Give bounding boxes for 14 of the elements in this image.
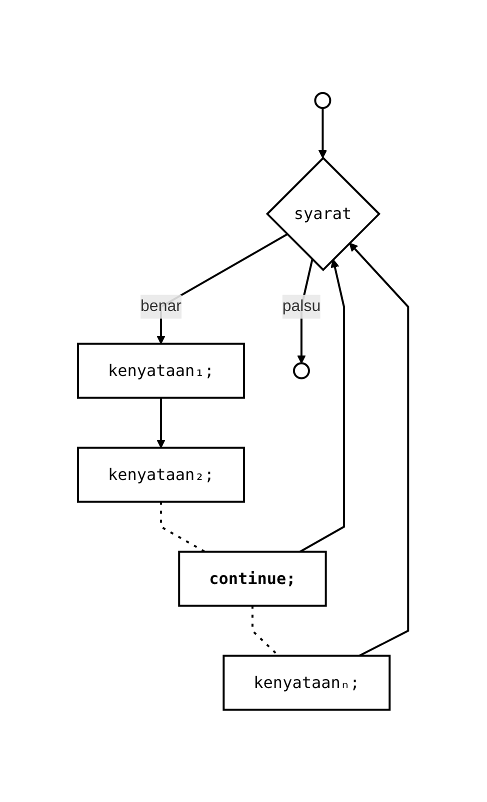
arrow — [350, 242, 410, 656]
arrow — [157, 397, 166, 448]
connector — [160, 501, 206, 552]
node-box: kenyataan₁; — [77, 342, 246, 398]
node-circle — [314, 92, 332, 109]
arrow — [300, 258, 346, 552]
node-box: kenyataan₂; — [77, 446, 246, 502]
node-diamond: syarat — [266, 156, 381, 271]
node-box: continue; — [178, 550, 328, 606]
arrow — [318, 108, 328, 158]
node-box: kenyataanₙ; — [223, 654, 392, 710]
edge-label: benar — [140, 297, 182, 314]
node-circle — [293, 362, 310, 379]
edge-label: palsu — [282, 297, 322, 314]
